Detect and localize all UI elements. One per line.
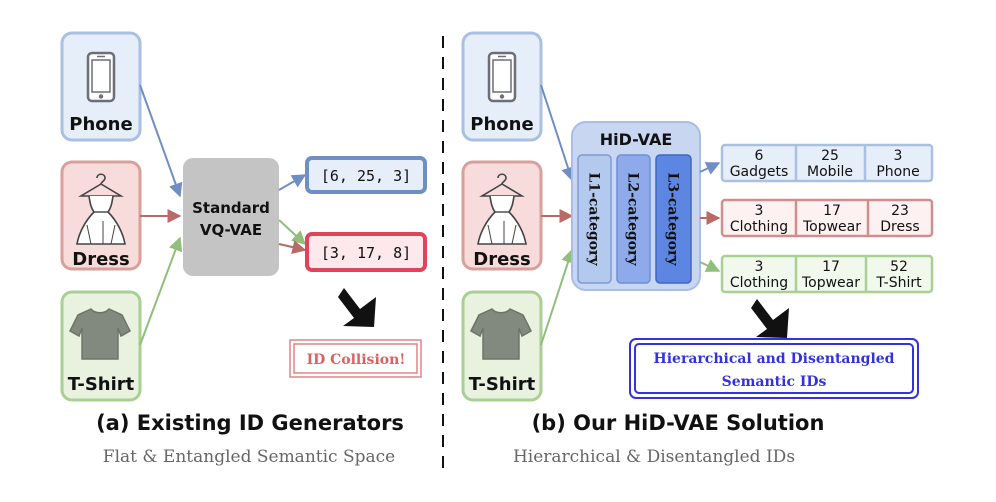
row1-cell3-num: 3 [894, 148, 903, 164]
row1-cell1-num: 6 [755, 148, 764, 164]
tshirt-label-right: T-Shirt [469, 374, 536, 395]
encoder-to-output1-arrow [278, 174, 307, 191]
dress-input-card-right: Dress [461, 160, 543, 271]
semantic-id-row-phone: 6 Gadgets 25 Mobile 3 Phone [720, 143, 934, 183]
row2-cell1-num: 3 [755, 203, 764, 219]
l1-category-label: L1-category [586, 172, 602, 266]
row2-cell1-name: Clothing [730, 219, 788, 235]
l2-category-label: L2-category [625, 172, 641, 266]
right-panel-title: (b) Our HiD-VAE Solution [532, 411, 825, 435]
hierarchical-ids-line1: Hierarchical and Disentangled [654, 351, 895, 367]
phone-to-encoder-arrow [139, 84, 183, 198]
semantic-id-row-dress: 3 Clothing 17 Topwear 23 Dress [720, 198, 934, 238]
row3-cell2-num: 17 [822, 259, 840, 275]
phone-input-card-right: Phone [461, 31, 543, 142]
hierarchical-ids-badge: Hierarchical and Disentangled Semantic I… [629, 338, 919, 399]
l3-category-label: L3-category [665, 172, 681, 266]
down-arrow-icon-right [751, 299, 789, 338]
row3-cell3-name: T-Shirt [875, 275, 922, 291]
phone-input-card: Phone [60, 31, 142, 142]
output-id-1: [6, 25, 3] [321, 167, 411, 185]
tshirt-to-hidvae-arrow [540, 248, 575, 346]
dress-input-card: Dress [60, 160, 142, 271]
output-id-box-2: [3, 17, 8] [305, 232, 427, 272]
row3-cell1-name: Clothing [730, 275, 788, 291]
l2-category-bar: L2-category [616, 154, 651, 284]
id-collision-badge: ID Collision! [289, 339, 422, 378]
hidvae-to-row1-arrow [699, 162, 721, 175]
row2-cell2-name: Topwear [802, 219, 861, 235]
row2-cell2-num: 17 [823, 203, 841, 219]
phone-label: Phone [69, 114, 132, 135]
semantic-id-row-tshirt: 3 Clothing 17 Topwear 52 T-Shirt [720, 254, 934, 294]
id-collision-text: ID Collision! [307, 352, 406, 368]
hid-vae-box: HiD-VAE L1-category L2-category L3-categ… [571, 121, 701, 291]
row3-cell3-num: 52 [890, 259, 908, 275]
row2-cell3-num: 23 [891, 203, 909, 219]
row1-cell2-name: Mobile [807, 164, 853, 180]
tshirt-input-card: T-Shirt [60, 290, 142, 402]
l3-category-bar: L3-category [655, 154, 692, 284]
dress-label-right: Dress [473, 249, 530, 270]
phone-to-hidvae-arrow [540, 84, 575, 182]
panel-hid-vae-solution: Phone Dress T-Shirt HiD-VAE L1-category [461, 31, 934, 467]
phone-icon-right [487, 51, 517, 103]
dress-label: Dress [72, 249, 129, 270]
row3-cell2-name: Topwear [801, 275, 860, 291]
tshirt-input-card-right: T-Shirt [461, 290, 543, 402]
left-panel-title: (a) Existing ID Generators [96, 411, 404, 435]
hid-vae-title: HiD-VAE [600, 130, 673, 149]
encoder-to-output2-arrow-red [278, 240, 307, 254]
l1-category-bar: L1-category [577, 154, 612, 284]
hidvae-to-row3-arrow [699, 259, 721, 272]
row1-cell3-name: Phone [876, 164, 919, 180]
encoder-label-line1: Standard [192, 199, 270, 217]
panel-existing-generators: Phone Dress T-Shirt Standard VQ-VAE [60, 31, 427, 467]
tshirt-label: T-Shirt [68, 374, 135, 395]
row3-cell1-num: 3 [755, 259, 764, 275]
output-id-2: [3, 17, 8] [321, 244, 411, 262]
right-panel-subtitle: Hierarchical & Disentangled IDs [513, 447, 795, 467]
encoder-to-output2-arrow [278, 219, 307, 245]
row1-cell1-name: Gadgets [730, 164, 789, 180]
down-arrow-icon [338, 288, 376, 327]
row1-cell2-num: 25 [821, 148, 839, 164]
output-id-box-1: [6, 25, 3] [305, 156, 427, 194]
row2-cell3-name: Dress [880, 219, 919, 235]
phone-label-right: Phone [470, 114, 533, 135]
encoder-label-line2: VQ-VAE [200, 221, 262, 239]
tshirt-to-encoder-arrow [139, 236, 183, 346]
hierarchical-ids-line2: Semantic IDs [722, 374, 827, 390]
phone-icon [86, 51, 116, 103]
standard-vqvae-box: Standard VQ-VAE [183, 158, 279, 276]
left-panel-subtitle: Flat & Entangled Semantic Space [103, 447, 395, 467]
